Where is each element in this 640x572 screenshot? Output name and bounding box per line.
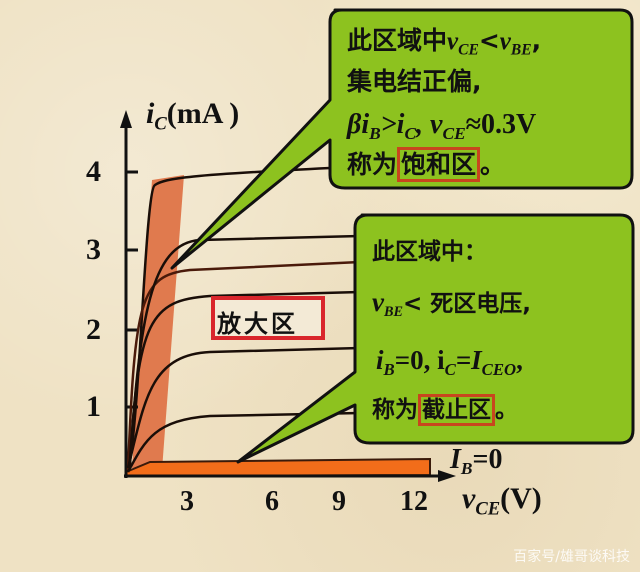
x-tick-12: 12 — [400, 486, 428, 517]
cutoff-callout — [236, 213, 635, 464]
x-tick-9: 9 — [332, 486, 346, 517]
cutoff-region — [125, 457, 431, 478]
active-region-box — [211, 296, 325, 340]
y-axis-arrow-icon — [120, 110, 132, 128]
y-tick-2: 2 — [86, 313, 101, 346]
y-tick-3: 3 — [86, 233, 101, 266]
ib-zero-label: IB=0 — [450, 444, 503, 479]
active-region-label: 放大区 — [217, 310, 298, 338]
x-axis-label: vCE(V) — [462, 482, 542, 520]
y-tick-1: 1 — [86, 390, 101, 423]
x-tick-3: 3 — [180, 486, 194, 517]
x-axis-arrow-icon — [438, 470, 456, 482]
y-axis-label: iC(mA ) — [146, 97, 240, 135]
y-tick-4: 4 — [86, 155, 101, 188]
curves — [126, 166, 361, 473]
cutoff-region-highlight: 截止区 — [418, 394, 495, 426]
watermark: 百家号/雄哥谈科技 — [513, 549, 630, 565]
x-tick-6: 6 — [265, 486, 279, 517]
saturation-callout — [170, 8, 634, 270]
saturation-region-highlight: 饱和区 — [397, 147, 481, 182]
saturation-region — [132, 175, 184, 470]
